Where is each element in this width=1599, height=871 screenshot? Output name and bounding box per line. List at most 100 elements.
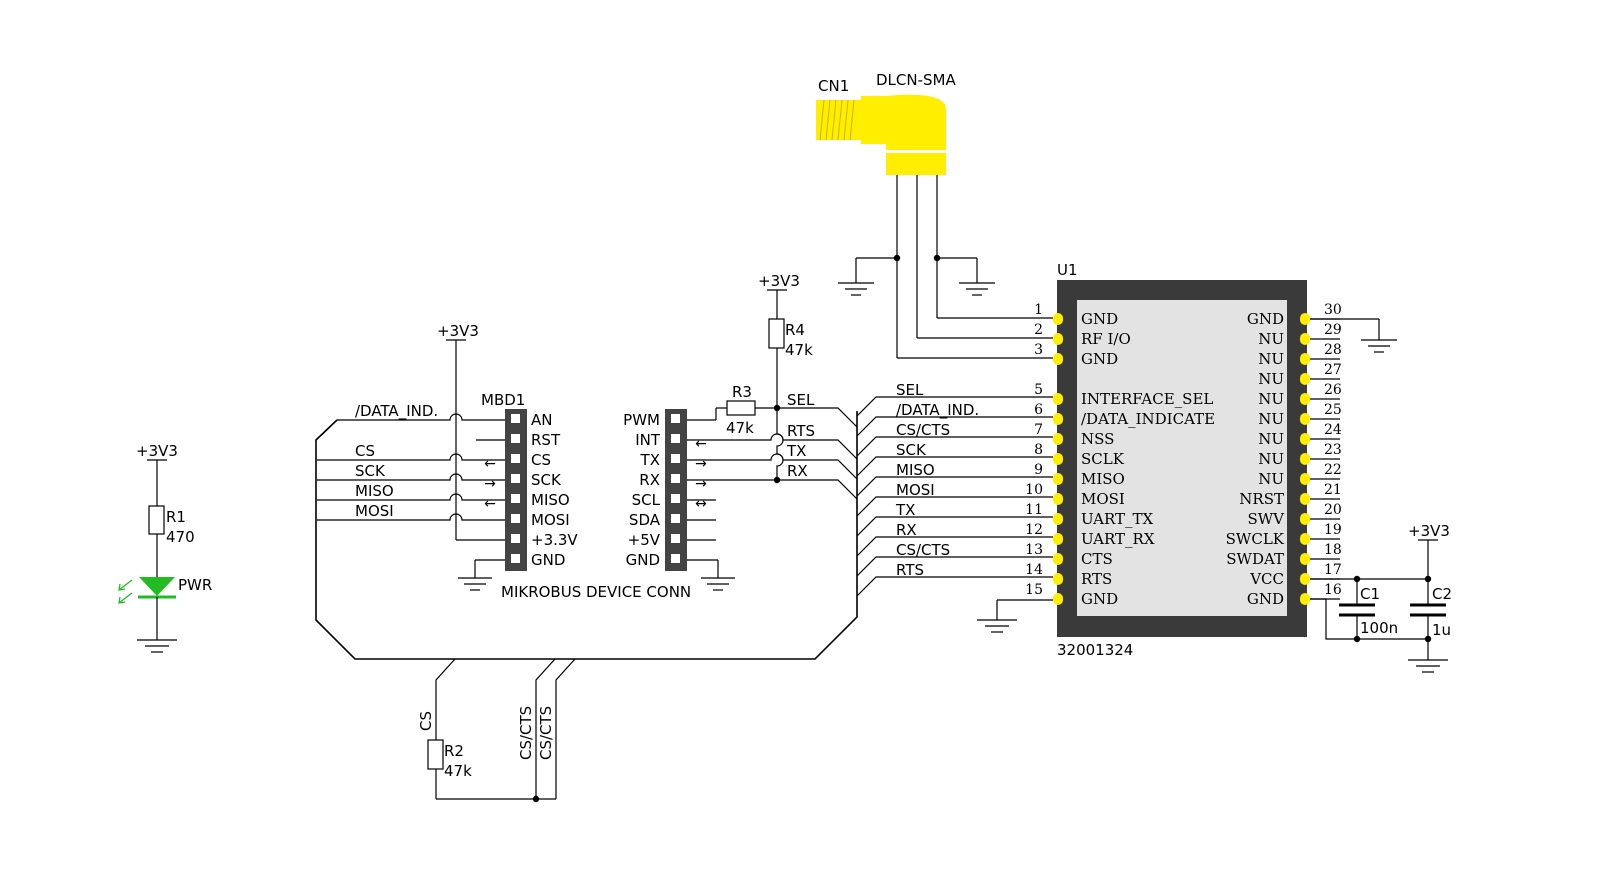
u1-left-pin-number: 11 [1025, 502, 1043, 518]
r3-value: 47k [726, 419, 754, 437]
bus-net-rts: RTS [896, 561, 924, 579]
u1-left-pin-name: GND [1081, 310, 1118, 328]
net-cscts-vertical-1: CS/CTS [517, 706, 535, 760]
net-sck-left: SCK [355, 462, 386, 480]
u1-left-pin-number: 9 [1034, 462, 1043, 478]
u1-left-pin-name: UART_TX [1081, 510, 1154, 528]
ground-symbol [1361, 339, 1397, 353]
mbd-pin-mosi: MOSI [531, 511, 570, 529]
r4-value: 47k [785, 341, 813, 359]
r2-resistor [427, 739, 444, 770]
ground-symbol [959, 282, 995, 296]
mbd-left-header [505, 409, 527, 571]
mbd-pin-rst: RST [531, 431, 561, 449]
bus-net-cscts-2: CS/CTS [896, 541, 950, 559]
mbd-pin-rx: RX [639, 471, 660, 489]
u1-left-pin-name: INTERFACE_SEL [1081, 390, 1213, 408]
mbd-left-pin-square [511, 414, 520, 423]
mbd-pin-tx: TX [640, 451, 660, 469]
u1-right-pin-name: GND [1247, 310, 1284, 328]
u1-left-pin-number: 12 [1025, 522, 1043, 538]
u1-right-pad [1300, 473, 1310, 485]
u1-right-pad [1300, 553, 1310, 565]
u1-right-pin-number: 25 [1324, 402, 1342, 418]
u1-right-pin-number: 26 [1324, 382, 1342, 398]
u1-right-pad [1300, 433, 1310, 445]
u1-left-pad [1053, 473, 1063, 485]
u1-left-pin-number: 2 [1034, 322, 1043, 338]
net-cs-vertical: CS [417, 711, 435, 731]
ground-symbol [458, 577, 492, 591]
net-mosi-left: MOSI [355, 502, 394, 520]
net-rts-right: RTS [787, 422, 815, 440]
signal-bus-outline [315, 411, 858, 660]
mbd-ref: MBD1 [481, 391, 525, 409]
ground-symbol [1408, 659, 1448, 673]
u1-right-pad [1300, 353, 1310, 365]
u1-left-pin-name: UART_RX [1081, 530, 1155, 548]
led-light-rays-icon [118, 579, 133, 604]
mbd-pin-sda: SDA [629, 511, 661, 529]
u1-right-pin-number: 22 [1324, 462, 1342, 478]
r4-ref: R4 [785, 321, 805, 339]
u1-left-pin-number: 10 [1025, 482, 1043, 498]
u1-right-pad [1300, 413, 1310, 425]
ground-symbol [838, 282, 874, 296]
u1-right-pad [1300, 373, 1310, 385]
mbd-right-pin-square [671, 474, 680, 483]
bus-net-cscts-1: CS/CTS [896, 421, 950, 439]
u1-left-pin-number: 7 [1034, 422, 1043, 438]
u1-right-pin-name: GND [1247, 590, 1284, 608]
mbd-3v3-label: +3V3 [437, 322, 479, 340]
decoupling-section: +3V3 C1 100n C2 1u [1310, 318, 1452, 673]
c1-ref: C1 [1360, 585, 1380, 603]
u1-left-pad [1053, 453, 1063, 465]
mbd-left-pin-square [511, 474, 520, 483]
mbd-right-pin-square [671, 414, 680, 423]
u1-left-pad [1053, 553, 1063, 565]
u1-left-pad [1053, 573, 1063, 585]
arrow-rx-icon: → [695, 476, 707, 492]
led-diode-symbol [139, 577, 175, 596]
u1-left-pin-number: 8 [1034, 442, 1043, 458]
u1-left-pad [1053, 413, 1063, 425]
mikrobus-section: +3V3 MBD1 MIKROBUS DEVICE CONN AN RST [317, 272, 858, 601]
ground-symbol [977, 619, 1017, 633]
arrow-sck-icon: → [484, 476, 496, 492]
u1-left-pin-name: RF I/O [1081, 330, 1131, 348]
mbd-left-pin-square [511, 534, 520, 543]
u1-right-pin-name: NU [1258, 430, 1284, 448]
mbd-right-pin-square [671, 454, 680, 463]
u1-right-pin-name: SWDAT [1226, 550, 1284, 568]
mbd-pin-gnd-right: GND [626, 551, 660, 569]
led-name: PWR [178, 576, 212, 594]
mbd-right-pin-square [671, 514, 680, 523]
u1-right-pin-name: NU [1258, 350, 1284, 368]
c1-value: 100n [1360, 619, 1398, 637]
u1-left-pin-number: 14 [1025, 562, 1043, 578]
u1-right-pin-number: 19 [1324, 522, 1342, 538]
bus-net-tx: TX [895, 501, 915, 519]
u1-left-pad [1053, 433, 1063, 445]
u1-left-pad [1053, 593, 1063, 605]
u1-right-pad [1300, 593, 1310, 605]
u1-right-pin-name: NU [1258, 470, 1284, 488]
ground-symbol [137, 639, 177, 653]
bus-net-sel: SEL [896, 381, 924, 399]
mbd-left-pin-square [511, 454, 520, 463]
u1-left-pin-number: 3 [1034, 342, 1043, 358]
u1-left-pad [1053, 513, 1063, 525]
mbd-pin-an: AN [531, 411, 552, 429]
u1-left-pin-name: NSS [1081, 430, 1114, 448]
r4-3v3-label: +3V3 [758, 272, 800, 290]
c2-ref: C2 [1432, 585, 1452, 603]
u1-inner-body [1077, 300, 1287, 616]
arrow-tx-icon: → [695, 456, 707, 472]
u1-left-pin-number: 15 [1025, 582, 1043, 598]
u1-left-pin-name: GND [1081, 590, 1118, 608]
mbd-caption: MIKROBUS DEVICE CONN [501, 583, 691, 601]
u1-left-pad [1053, 313, 1063, 325]
sma-connector-section: CN1 DLCN-SMA [816, 71, 1053, 359]
u1-right-pin-number: 17 [1324, 562, 1342, 578]
